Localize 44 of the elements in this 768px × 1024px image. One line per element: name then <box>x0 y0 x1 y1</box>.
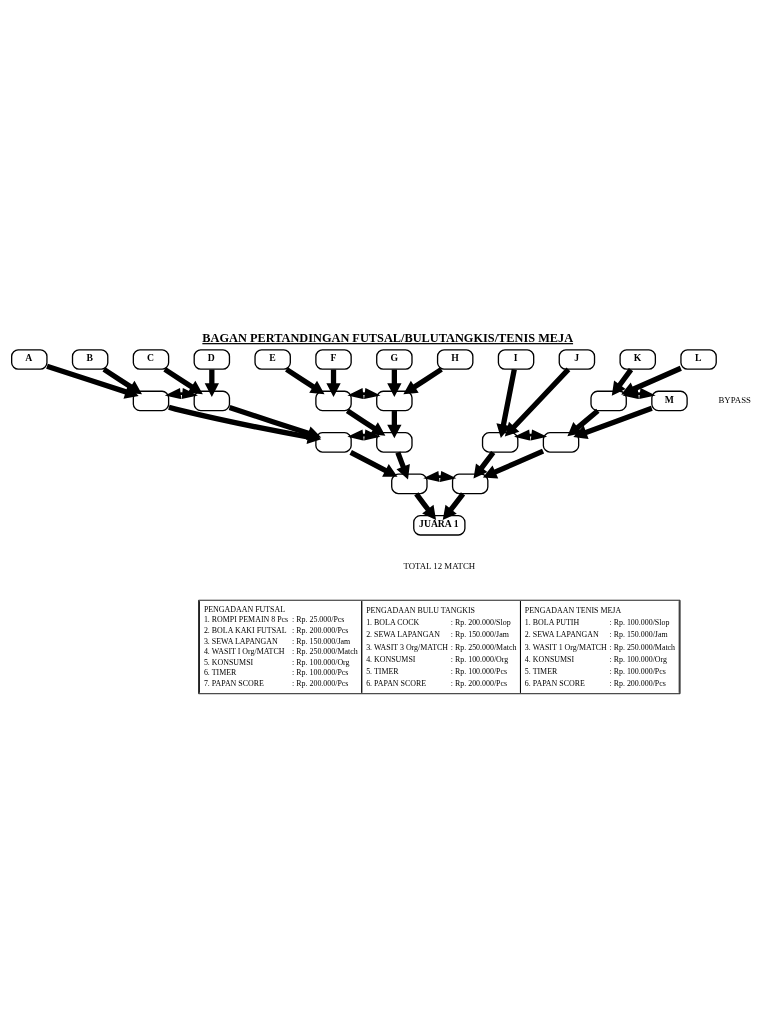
label: : Rp. 200.000/Pcs <box>450 678 508 688</box>
label: : Rp. 100.000/Pcs <box>292 667 349 677</box>
diagram-title: BAGAN PERTANDINGAN FUTSAL/BULUTANGKIS/TENIS MEJA <box>202 330 574 345</box>
label: 3. WASIT 1 Org/MATCH <box>524 642 607 652</box>
label: : Rp. 150.000/Jam <box>450 629 509 639</box>
label: 2. BOLA KAKI FUTSAL <box>203 625 287 635</box>
label: PENGADAAN FUTSAL <box>203 604 286 614</box>
label: : Rp. 100.000/Pcs <box>609 666 666 676</box>
label: : Rp. 100.000/Org <box>609 654 668 664</box>
label: 2. SEWA LAPANGAN <box>524 629 599 639</box>
label: 5. TIMER <box>524 666 558 676</box>
label: 3. SEWA LAPANGAN <box>203 636 278 646</box>
label: : Rp. 100.000/Pcs <box>450 666 508 676</box>
label: 4. WASIT I Org/MATCH <box>203 646 285 656</box>
label: 6. PAPAN SCORE <box>524 678 585 688</box>
label: 4. KONSUMSI <box>366 654 416 664</box>
node-label: BYPASS <box>718 394 751 405</box>
label: : Rp. 250.000/Match <box>450 642 517 652</box>
label: 5. TIMER <box>366 666 399 676</box>
label: : Rp. 100.000/Org <box>292 657 350 667</box>
label: : Rp. 200.000/Pcs <box>609 678 666 688</box>
label: 4. KONSUMSI <box>524 654 575 664</box>
label: : Rp. 150.000/Jam <box>609 629 668 639</box>
label: TOTAL 12 MATCH <box>403 560 476 571</box>
label: 2. SEWA LAPANGAN <box>366 629 441 639</box>
label: : Rp. 250.000/Match <box>292 646 358 656</box>
label: 1. ROMPI PEMAIN 8 Pcs <box>203 614 289 624</box>
label: : Rp. 100.000/Org <box>450 654 509 664</box>
label: : Rp. 250.000/Match <box>609 642 676 652</box>
label: 5. KONSUMSI <box>203 657 254 667</box>
label: 1. BOLA COCK <box>366 617 420 627</box>
label: PENGADAAN BULU TANGKIS <box>366 605 475 615</box>
label: 3. WASIT 3 Org/MATCH <box>366 642 449 652</box>
label: : Rp. 25.000/Pcs <box>292 614 345 624</box>
label: PENGADAAN TENIS MEJA <box>524 605 622 615</box>
label: : Rp. 200.000/Pcs <box>292 625 349 635</box>
label: 1. BOLA PUTIH <box>524 617 580 627</box>
label: 7. PAPAN SCORE <box>203 678 264 688</box>
label: : Rp. 200.000/Slop <box>450 617 511 627</box>
label: : Rp. 200.000/Pcs <box>292 678 349 688</box>
label: : Rp. 150.000/Jam <box>292 636 351 646</box>
label: : Rp. 100.000/Slop <box>609 617 670 627</box>
label: 6. TIMER <box>203 667 237 677</box>
label: 6. PAPAN SCORE <box>366 678 427 688</box>
